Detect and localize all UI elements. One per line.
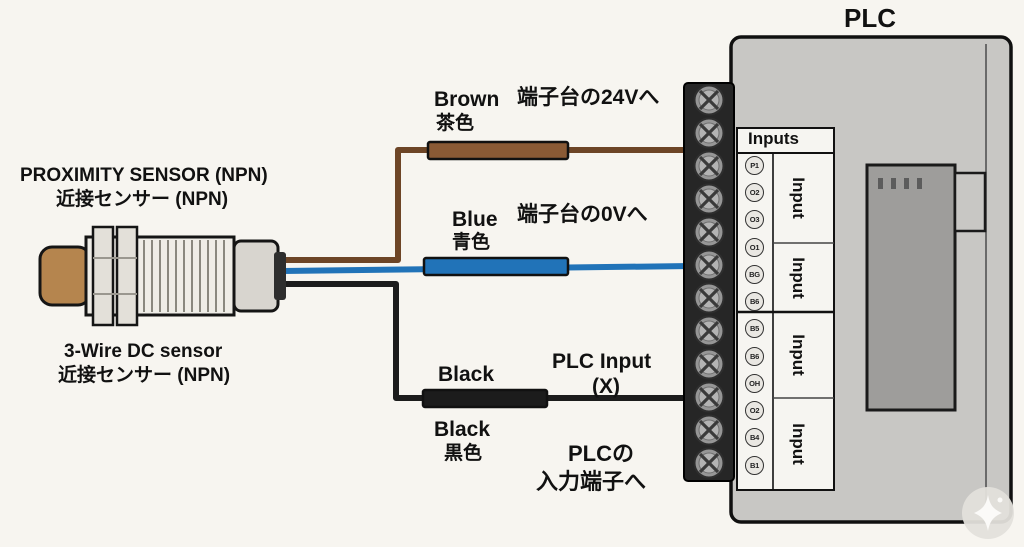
sensor-subtitle-en: 3-Wire DC sensor (64, 341, 223, 362)
sensor-back-cap (232, 239, 280, 313)
black-wire-dest-jp-1: PLCの (568, 441, 635, 466)
terminal-id-badge: O2 (745, 183, 764, 202)
black-wire-dest-jp-2: 入力端子へ (536, 469, 647, 494)
sensor-title-en: PROXIMITY SENSOR (NPN) (20, 165, 268, 186)
black-wire-dest-line1: PLC Input (552, 350, 652, 373)
sensor-nut (115, 225, 139, 327)
black-wire-label-bottom: Black (434, 418, 491, 441)
proximity-sensor (38, 225, 286, 327)
sparkle-icon (974, 495, 1002, 531)
black-wire-label-top: Black (438, 363, 495, 386)
terminal-id-badge: P1 (745, 156, 764, 175)
terminal-id-badge: B5 (745, 319, 764, 338)
sensor-tip (38, 245, 92, 307)
inputs-header: Inputs (748, 129, 799, 148)
sensor-nut (91, 225, 115, 327)
input-section-label: Input (789, 334, 808, 376)
blue-wire-label-jp: 青色 (452, 232, 491, 253)
terminal-id-badge: B6 (745, 292, 764, 311)
terminal-id-badge: OH (745, 374, 764, 393)
terminal-id-badge: B6 (745, 347, 764, 366)
terminal-block (683, 82, 735, 482)
terminal-id-badge: B1 (745, 456, 764, 475)
sensor-title-jp: 近接センサー (NPN) (56, 189, 229, 210)
plc-display (865, 163, 957, 412)
brown-wire-sleeve (426, 140, 570, 161)
wires (280, 140, 695, 409)
input-section-label: Input (789, 177, 808, 219)
brown-wire-label-jp: 茶色 (436, 113, 475, 134)
black-wire-dest-line2: (X) (592, 375, 620, 398)
brown-wire-dest: 端子台の24Vへ (517, 86, 660, 109)
input-section-label: Input (789, 257, 808, 299)
sparkle-watermark (962, 487, 1014, 539)
terminal-id-badge: BG (745, 265, 764, 284)
terminal-id-badge: O2 (745, 401, 764, 420)
black-wire-label-jp: 黒色 (444, 443, 483, 464)
sensor-subtitle-jp: 近接センサー (NPN) (58, 365, 231, 386)
blue-wire-label: Blue (452, 208, 498, 231)
plc-title: PLC (844, 3, 896, 33)
terminal-id-badge: O3 (745, 210, 764, 229)
blue-wire-sleeve (422, 256, 570, 277)
brown-wire-label: Brown (434, 88, 500, 111)
plc-body (729, 35, 1013, 524)
black-wire-sleeve (421, 388, 549, 409)
input-section-label: Input (789, 423, 808, 465)
terminal-id-badge: B4 (745, 428, 764, 447)
terminal-id-badge: O1 (745, 238, 764, 257)
plc-side-notch (953, 171, 987, 233)
sensor-cable-gland (274, 252, 286, 300)
blue-wire-dest: 端子台の0Vへ (517, 203, 648, 226)
